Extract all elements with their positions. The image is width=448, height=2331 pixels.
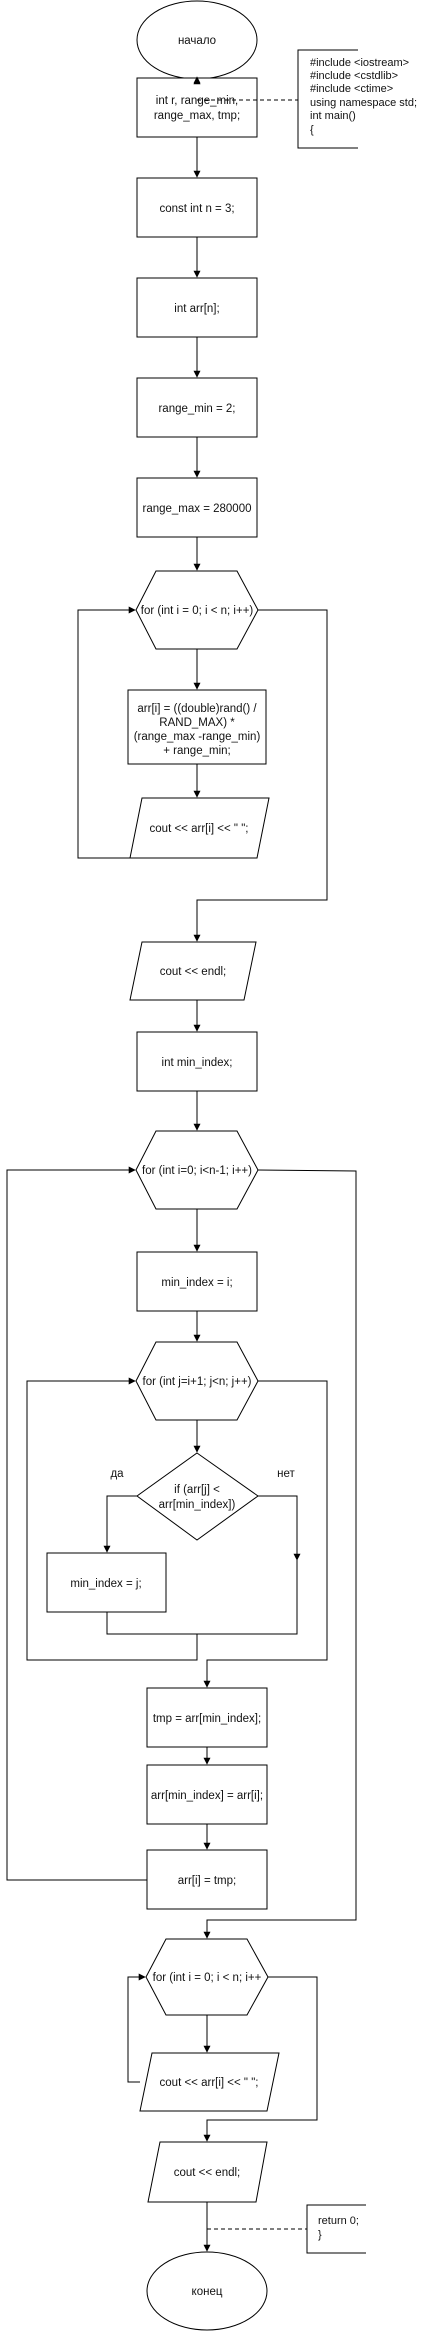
loop-inner-label: for (int j=i+1; j<n; j++)	[143, 1376, 252, 1388]
edge-outer-exit	[203, 1169, 357, 1939]
out1-parallelogram	[129, 797, 270, 859]
const-n-box	[136, 177, 258, 238]
edge-loop3-exit	[203, 1976, 318, 2142]
edge-out2-loop3-back	[127, 1973, 146, 2083]
yes-label: да	[110, 1468, 124, 1480]
endl1-label: cout << endl;	[160, 966, 227, 978]
loop-outer-hexagon	[135, 1130, 259, 1210]
header-note-line-6: {	[310, 124, 314, 136]
out2-label: cout << arr[i] << " ";	[160, 2077, 259, 2089]
edge-inner-back	[26, 1377, 198, 1661]
edge-cond-no	[258, 1495, 301, 1561]
condition-line-2: arr[min_index])	[159, 1499, 236, 1511]
edge-out1-loop1-back	[77, 610, 136, 859]
edge-inner-exit	[203, 1380, 328, 1688]
decl-vars-line-2: range_max, tmp;	[154, 110, 240, 122]
rand-assign-line-4: + range_min;	[163, 745, 230, 757]
swap2-box	[146, 1764, 268, 1825]
decl-vars-line-1: int r, range_min,	[156, 95, 238, 107]
header-note-line-4: using namespace std;	[310, 97, 417, 109]
endl1-parallelogram	[129, 941, 257, 1001]
rand-assign-line-2: RAND_MAX) *	[159, 717, 235, 729]
condition-diamond	[136, 1452, 259, 1541]
return-note-bracket	[306, 2204, 366, 2254]
out1-label: cout << arr[i] << " ";	[150, 823, 249, 835]
range-min-label: range_min = 2;	[158, 403, 235, 415]
min-index-j-box	[46, 1552, 167, 1613]
swap3-box	[146, 1849, 268, 1910]
start-label: начало	[178, 35, 216, 47]
loop3-hexagon	[145, 1938, 269, 2016]
arr-decl-label: int arr[n];	[174, 303, 219, 315]
const-n-label: const int n = 3;	[159, 203, 234, 215]
loop3-label: for (int i = 0; i < n; i++	[153, 1972, 262, 1984]
range-min-box	[136, 377, 258, 438]
swap1-box	[146, 1687, 268, 1748]
decl-vars-box	[136, 77, 258, 138]
min-index-j-label: min_index = j;	[70, 1578, 141, 1590]
return-note-line-1: return 0;	[318, 2215, 359, 2227]
out2-parallelogram	[139, 2052, 280, 2112]
edge-merge	[106, 1560, 298, 1635]
condition-line-1: if (arr[j] <	[174, 1484, 220, 1496]
rand-assign-line-3: (range_max -range_min)	[134, 731, 261, 743]
min-index-i-label: min_index = i;	[161, 1277, 232, 1289]
no-label: нет	[277, 1468, 295, 1480]
range-max-box	[136, 477, 258, 538]
loop-inner-hexagon	[135, 1341, 259, 1421]
rand-assign-box	[127, 689, 267, 765]
header-note-line-2: #include <cstdlib>	[310, 70, 398, 82]
header-note-bracket	[297, 49, 358, 149]
endl2-parallelogram	[147, 2141, 268, 2203]
end-label: конец	[192, 2286, 223, 2298]
return-note-line-2: }	[318, 2229, 322, 2241]
edge-cond-yes	[103, 1495, 137, 1553]
edge-outer-back	[6, 1166, 147, 1881]
swap1-label: tmp = arr[min_index];	[153, 1713, 261, 1725]
header-note-line-5: int main()	[310, 110, 356, 122]
swap2-label: arr[min_index] = arr[i];	[151, 1790, 263, 1802]
loop-outer-label: for (int i=0; i<n-1; i++)	[142, 1165, 252, 1177]
header-note-line-1: #include <iostream>	[310, 57, 409, 69]
end-terminal	[146, 2251, 268, 2331]
endl2-label: cout << endl;	[174, 2167, 241, 2179]
min-index-decl-label: int min_index;	[162, 1057, 233, 1069]
range-max-label: range_max = 280000	[142, 503, 251, 515]
edge-loop1-exit	[193, 609, 328, 942]
swap3-label: arr[i] = tmp;	[178, 1875, 236, 1887]
header-note-line-3: #include <ctime>	[310, 83, 393, 95]
rand-assign-line-1: arr[i] = ((double)rand() /	[137, 703, 257, 715]
loop1-label: for (int i = 0; i < n; i++)	[141, 605, 254, 617]
